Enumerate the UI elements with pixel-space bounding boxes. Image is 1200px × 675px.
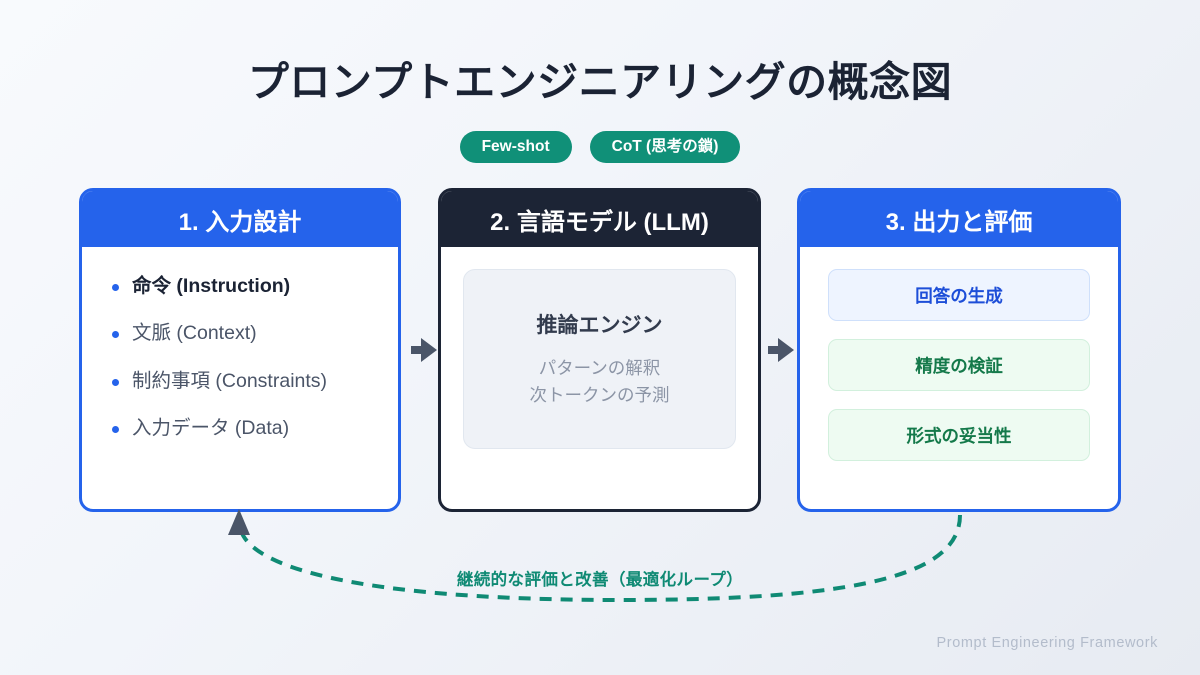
list-item: 制約事項 (Constraints) [110,370,378,393]
inference-engine-title: 推論エンジン [536,313,663,337]
output-box-format-validity[interactable]: 形式の妥当性 [828,409,1090,461]
card-input-design[interactable]: 1. 入力設計 命令 (Instruction) 文脈 (Context) 制約… [79,188,401,512]
card-model-body: 推論エンジン パターンの解釈 次トークンの予測 [441,247,758,509]
output-box-answer-generation[interactable]: 回答の生成 [828,269,1090,321]
badge-cot[interactable]: CoT (思考の鎖) [589,131,741,163]
card-model-heading: 2. 言語モデル (LLM) [441,191,758,247]
list-item: 命令 (Instruction) [110,275,378,298]
card-output-body: 回答の生成 精度の検証 形式の妥当性 [800,247,1118,509]
flow-arrow-input-to-model [409,334,441,371]
inference-engine-panel: 推論エンジン パターンの解釈 次トークンの予測 [463,269,736,449]
list-item: 文脈 (Context) [110,322,378,345]
feedback-loop-label: 継続的な評価と改善（最適化ループ） [456,571,744,589]
inference-engine-line-1: パターンの解釈 [538,357,661,378]
card-input-heading: 1. 入力設計 [82,191,398,247]
input-element-list: 命令 (Instruction) 文脈 (Context) 制約事項 (Cons… [102,269,378,441]
flow-arrow-model-to-output [766,334,798,371]
card-output-heading: 3. 出力と評価 [800,191,1118,247]
page-title: プロンプトエンジニアリングの概念図 [247,59,953,105]
technique-badge-row: Few-shot CoT (思考の鎖) [0,131,1200,163]
output-box-accuracy-validation[interactable]: 精度の検証 [828,339,1090,391]
footer-caption: Prompt Engineering Framework [936,635,1158,651]
card-language-model[interactable]: 2. 言語モデル (LLM) 推論エンジン パターンの解釈 次トークンの予測 [438,188,761,512]
inference-engine-line-2: 次トークンの予測 [529,385,670,405]
card-input-body: 命令 (Instruction) 文脈 (Context) 制約事項 (Cons… [82,247,398,509]
card-output-evaluation[interactable]: 3. 出力と評価 回答の生成 精度の検証 形式の妥当性 [797,188,1121,512]
list-item: 入力データ (Data) [110,417,378,440]
badge-few-shot[interactable]: Few-shot [459,131,572,163]
feedback-loop-arrowhead [228,509,250,535]
